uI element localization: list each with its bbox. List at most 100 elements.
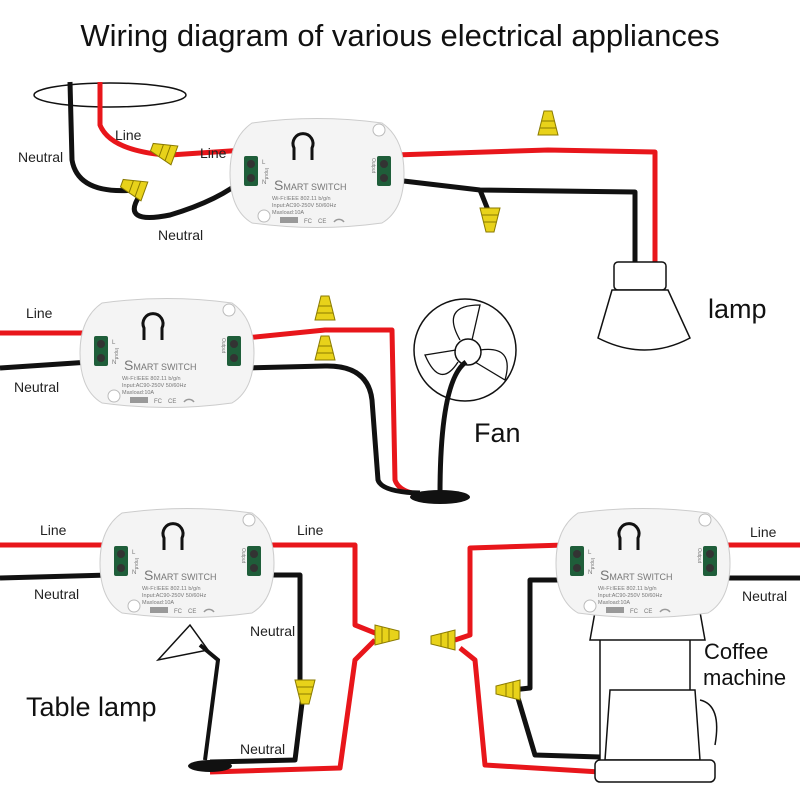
wire-nut-icon — [374, 624, 400, 646]
wire-nut-icon — [149, 142, 179, 166]
label-neutral: Neutral — [240, 741, 285, 757]
wire-line-4b — [454, 542, 566, 643]
wire-neutral-1a — [67, 81, 136, 194]
spec-maxload: Maxload:10A — [122, 390, 154, 396]
brand-label: SMART SWITCH — [124, 357, 197, 373]
label-line: Line — [750, 524, 777, 540]
ce-mark: CE — [168, 399, 176, 405]
terminal-l-label: L — [588, 550, 592, 556]
wire-neutral-1c — [394, 177, 638, 268]
spec-wifi: Wi-Fi:IEEE 802.11 b/g/n — [122, 376, 181, 382]
brand-label: SMART SWITCH — [600, 567, 673, 583]
ce-mark: CE — [188, 609, 196, 615]
terminal-n-label: N — [262, 180, 266, 186]
spec-wifi: Wi-Fi:IEEE 802.11 b/g/n — [142, 586, 201, 592]
spec-input: Input:AC90-250V 50/60Hz — [598, 593, 662, 599]
label-line: Line — [26, 305, 53, 321]
spec-input: Input:AC90-250V 50/60Hz — [142, 593, 206, 599]
brand-label: SMART SWITCH — [144, 567, 217, 583]
terminal-l-label: L — [132, 550, 136, 556]
wire-neutral-3c — [209, 694, 306, 765]
fc-mark: FC — [174, 609, 183, 615]
ce-mark: CE — [318, 219, 326, 225]
terminal-n-label: N — [132, 570, 136, 576]
wire-nut-icon — [537, 110, 559, 136]
output-label: Output — [240, 548, 246, 564]
label-neutral: Neutral — [158, 227, 203, 243]
wire-neutral-4c — [515, 697, 601, 760]
wire-line-1a — [97, 82, 166, 158]
wifi-icon — [203, 608, 215, 613]
fan-icon — [410, 298, 517, 504]
power-button-icon — [161, 522, 185, 550]
wire-nut-icon — [430, 629, 456, 651]
wire-neutral-1b — [131, 176, 247, 220]
power-button-icon — [141, 312, 165, 340]
spec-maxload: Maxload:10A — [272, 210, 304, 216]
wire-nut-icon — [495, 679, 521, 701]
label-neutral: Neutral — [34, 586, 79, 602]
fc-mark: FC — [154, 399, 163, 405]
wire-neutral-3a — [0, 572, 111, 581]
label-neutral: Neutral — [742, 588, 787, 604]
output-label: Output — [370, 158, 376, 174]
terminal-n-label: N — [588, 570, 592, 576]
wire-nut-icon — [119, 178, 149, 202]
label-coffee-machine-line1: Coffee — [704, 639, 768, 664]
input-label: Input — [589, 558, 595, 570]
power-button-icon — [291, 132, 315, 160]
wire-nut-icon — [314, 335, 336, 361]
power-button-icon — [617, 522, 641, 550]
spec-input: Input:AC90-250V 50/60Hz — [122, 383, 186, 389]
label-coffee-machine-line2: machine — [703, 665, 786, 690]
label-neutral: Neutral — [14, 379, 59, 395]
wire-neutral-3b — [268, 572, 303, 688]
terminal-l-label: L — [112, 340, 116, 346]
spec-maxload: Maxload:10A — [598, 600, 630, 606]
wire-line-3b — [268, 542, 381, 638]
spec-maxload: Maxload:10A — [142, 600, 174, 606]
label-fan: Fan — [474, 418, 521, 448]
cert-badge — [150, 607, 168, 613]
spec-input: Input:AC90-250V 50/60Hz — [272, 203, 336, 209]
input-label: Input — [133, 558, 139, 570]
wire-neutral-4b — [511, 577, 565, 693]
label-line: Line — [297, 522, 324, 538]
cert-badge — [280, 217, 298, 223]
label-table-lamp: Table lamp — [26, 692, 157, 722]
wire-neutral-2a — [0, 359, 91, 371]
wire-nut-icon — [314, 295, 336, 321]
spec-wifi: Wi-Fi:IEEE 802.11 b/g/n — [598, 586, 657, 592]
coffee-machine-icon — [589, 611, 718, 783]
input-label: Input — [263, 168, 269, 180]
table-lamp-icon — [155, 623, 232, 772]
input-label: Input — [113, 348, 119, 360]
lamp-icon — [597, 261, 691, 351]
output-label: Output — [220, 338, 226, 354]
output-label: Output — [696, 548, 702, 564]
diagram-title: Wiring diagram of various electrical app… — [80, 18, 720, 53]
wire-line-4c — [458, 646, 601, 775]
fc-mark: FC — [304, 219, 313, 225]
spec-wifi: Wi-Fi:IEEE 802.11 b/g/n — [272, 196, 331, 202]
ceiling-ring — [33, 82, 187, 108]
terminal-n-label: N — [112, 360, 116, 366]
label-lamp: lamp — [708, 294, 767, 324]
wire-nut-icon — [479, 207, 501, 233]
wire-line-2b — [244, 327, 433, 498]
terminal-l-label: L — [262, 160, 266, 166]
wire-neutral-1d — [477, 189, 491, 211]
wire-line-1c — [394, 147, 658, 268]
fc-mark: FC — [630, 609, 639, 615]
wire-nut-icon — [294, 679, 316, 705]
label-line: Line — [115, 127, 142, 143]
wire-neutral-2b — [244, 363, 421, 496]
label-neutral: Neutral — [18, 149, 63, 165]
cert-badge — [606, 607, 624, 613]
cert-badge — [130, 397, 148, 403]
